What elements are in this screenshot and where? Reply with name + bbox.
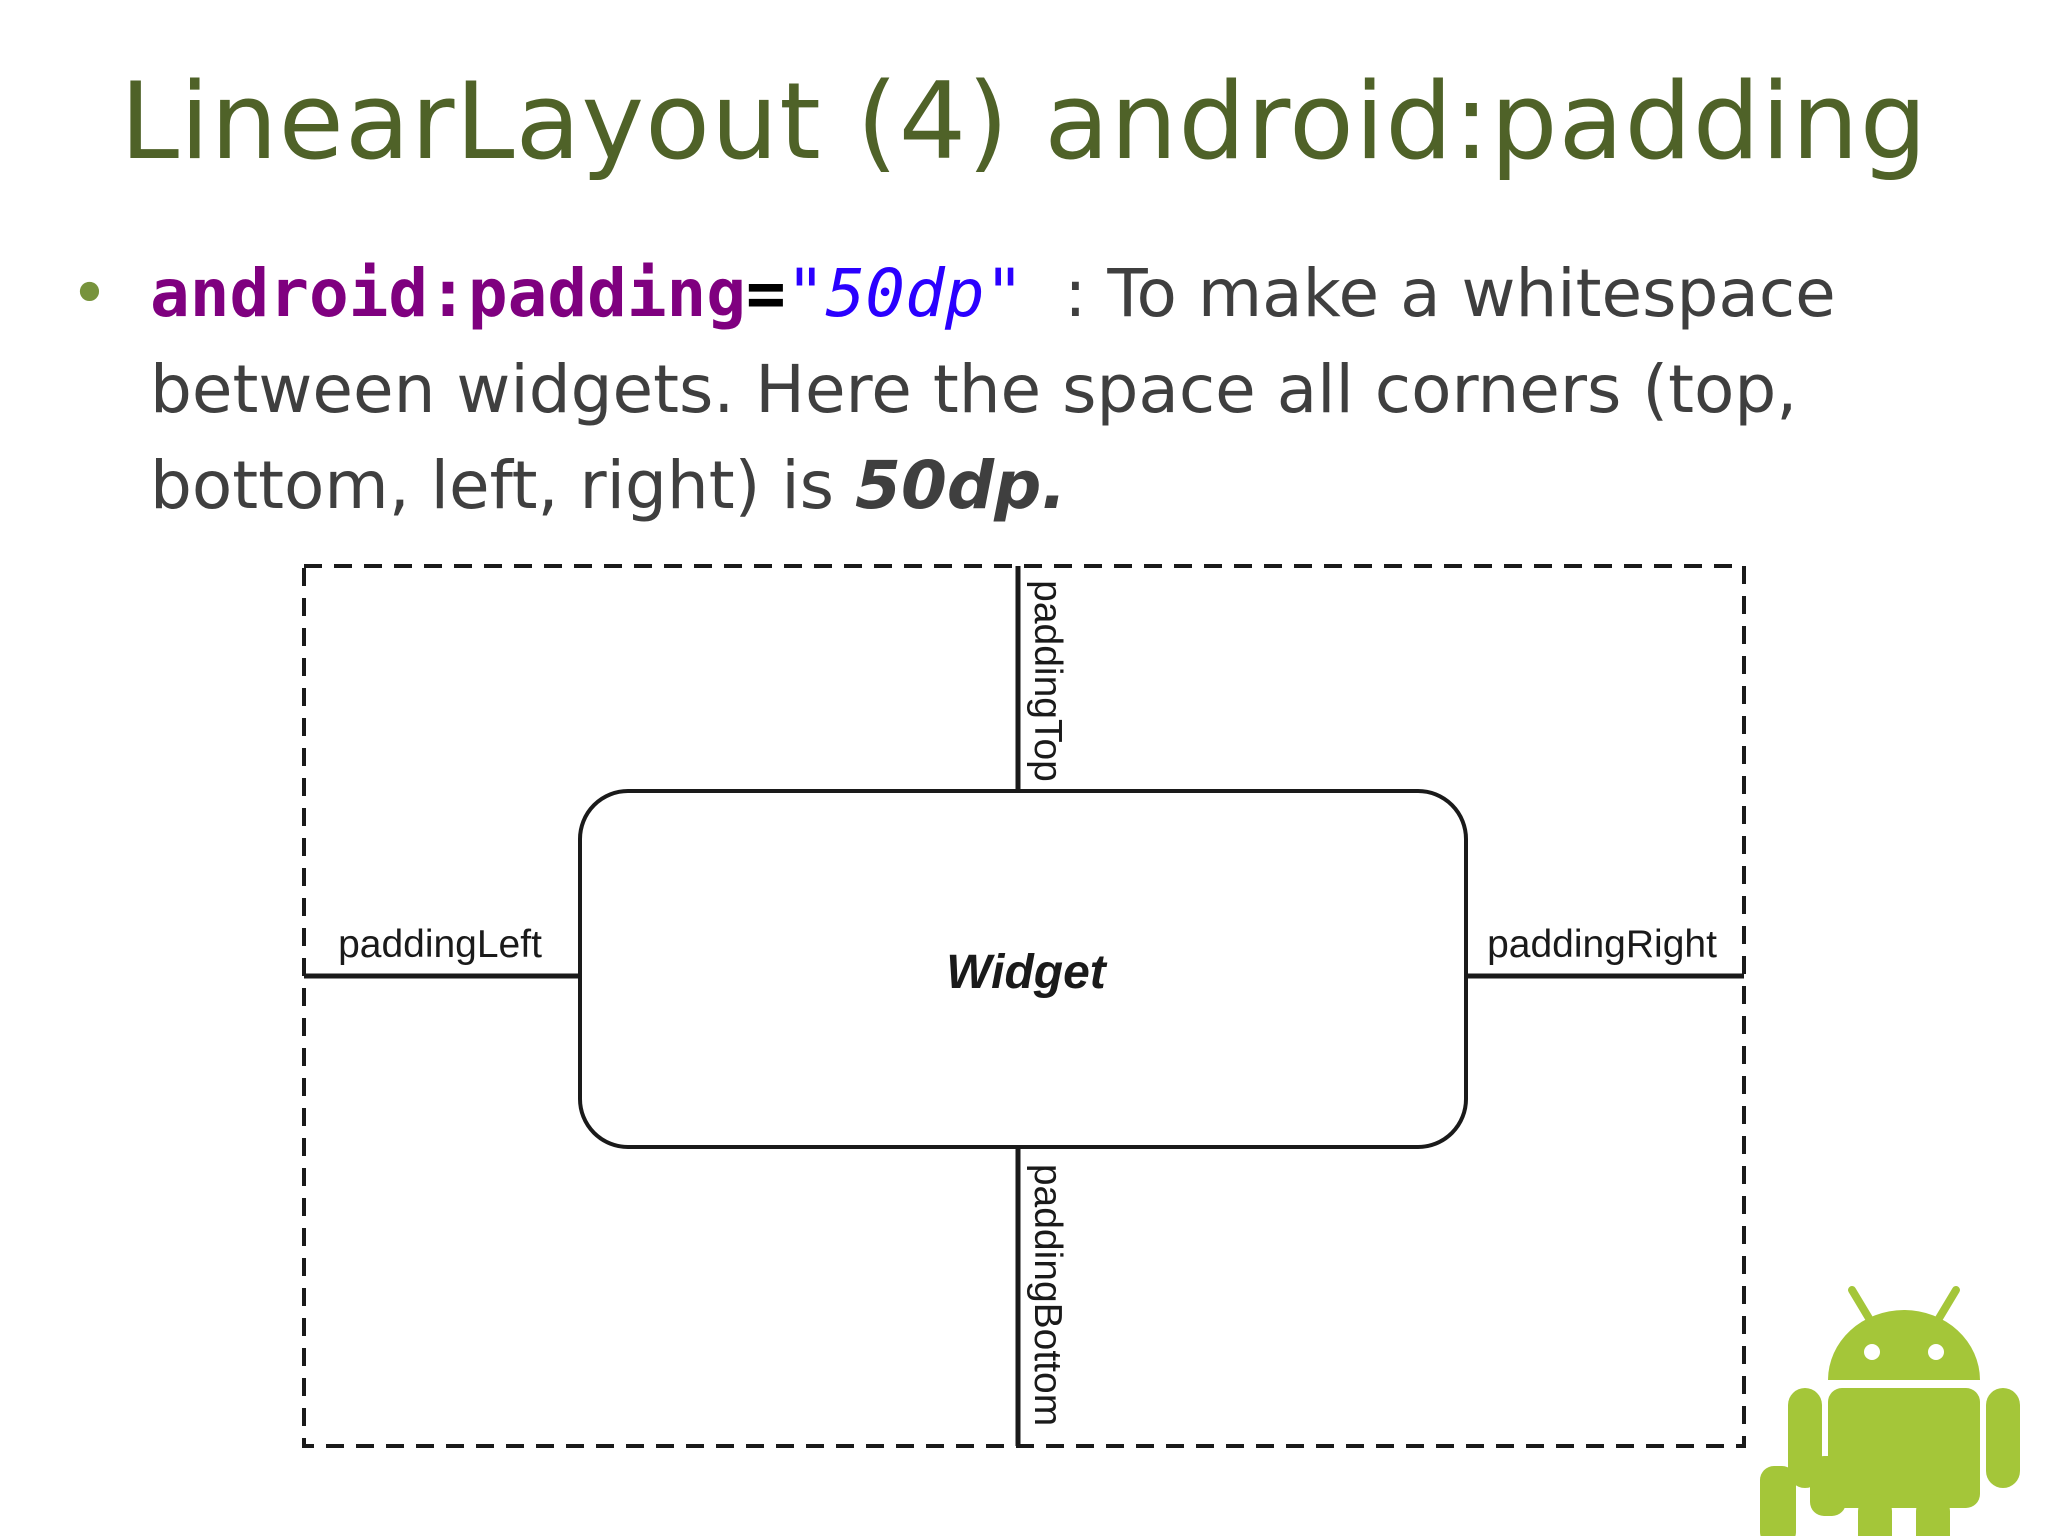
code-attribute: android:padding: [150, 255, 747, 332]
code-equals: =: [746, 255, 786, 332]
padding-bottom-label: paddingBottom: [1026, 1164, 1069, 1426]
bullet-icon: •: [70, 255, 109, 332]
code-value: "50dp": [785, 255, 1025, 332]
padding-right-label: paddingRight: [1487, 923, 1717, 966]
android-robot-logo-icon: [1760, 1286, 2020, 1536]
slide-title: LinearLayout (4) android:padding: [119, 60, 1929, 183]
padding-top-label: paddingTop: [1026, 580, 1069, 782]
bullet-description: : To make a whitespace between widgets. …: [150, 255, 1836, 524]
padding-diagram: Widget paddingLeft paddingRight paddingT…: [302, 564, 1746, 1448]
padding-left-label: paddingLeft: [338, 923, 542, 966]
padding-container-outline: [302, 564, 1746, 1448]
bullet-text: android:padding="50dp": To make a whites…: [150, 246, 1930, 534]
widget-box: [578, 789, 1468, 1149]
bullet-emphasis: 50dp.: [855, 447, 1067, 524]
widget-label: Widget: [946, 946, 1108, 999]
